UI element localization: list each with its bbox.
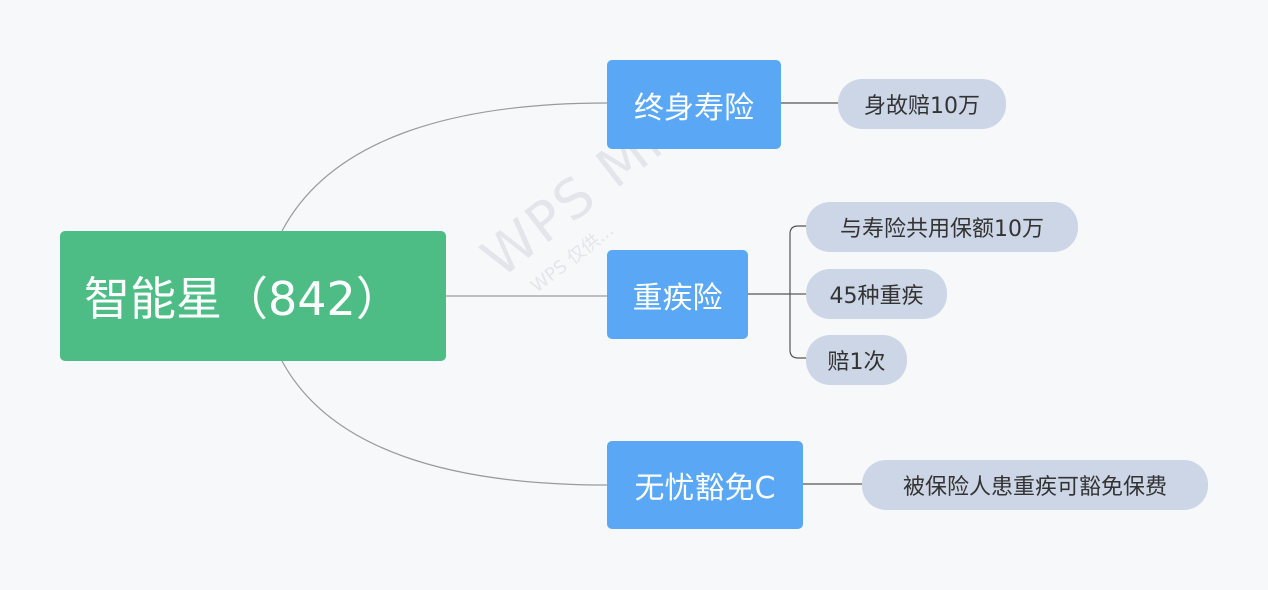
leaf-node-waiver-condition[interactable]: 被保险人患重疾可豁免保费 xyxy=(862,460,1208,510)
leaf-node-shared-coverage[interactable]: 与寿险共用保额10万 xyxy=(806,202,1078,252)
connector-root-branch-1 xyxy=(281,102,608,232)
root-node[interactable]: 智能星（842） xyxy=(60,231,446,361)
connector-root-branch-3 xyxy=(281,360,608,486)
branch-node-premium-waiver[interactable]: 无忧豁免C xyxy=(607,441,803,529)
branch-node-critical-illness[interactable]: 重疾险 xyxy=(607,250,748,339)
leaf-node-death-benefit[interactable]: 身故赔10万 xyxy=(838,79,1006,129)
leaf-node-payout-times[interactable]: 赔1次 xyxy=(806,335,907,385)
leaf-node-illness-count[interactable]: 45种重疾 xyxy=(806,269,947,319)
connector-branch-2-leaf-1 xyxy=(789,225,806,359)
branch-node-whole-life[interactable]: 终身寿险 xyxy=(607,60,781,149)
